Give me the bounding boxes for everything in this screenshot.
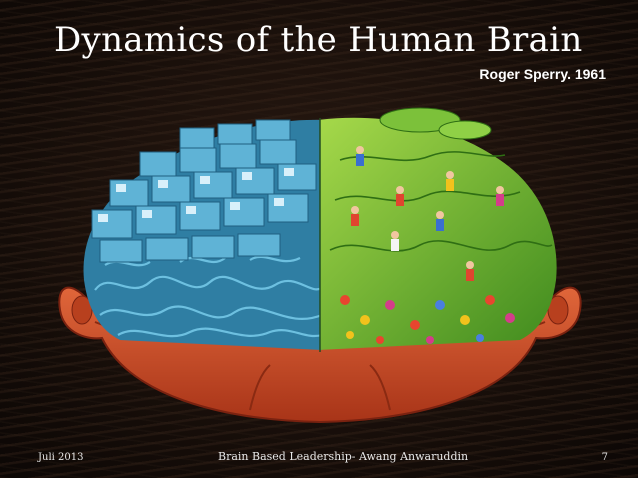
slide-subtitle: Roger Sperry. 1961	[479, 66, 606, 82]
left-brain-hemisphere	[83, 119, 323, 350]
right-brain-hemisphere	[320, 107, 557, 350]
footer-date: Juli 2013	[38, 452, 84, 463]
slide-title: Dynamics of the Human Brain	[54, 20, 583, 60]
head-bowl	[58, 286, 582, 424]
footer-presentation-title: Brain Based Leadership- Awang Anwaruddin	[218, 450, 469, 463]
slide-number: 7	[601, 452, 608, 463]
